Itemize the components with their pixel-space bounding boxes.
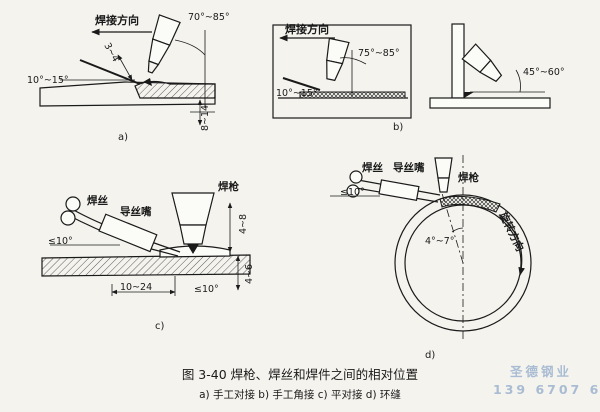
label-wire-d: 焊丝 bbox=[362, 161, 383, 174]
dim-a-stickout: 3~4 bbox=[101, 41, 121, 64]
wire-roller-bottom-c bbox=[60, 210, 76, 226]
angle-b-side: 45°~60° bbox=[523, 67, 565, 78]
label-wire-c: 焊丝 bbox=[87, 194, 108, 207]
angle-d-wire: ≤10° bbox=[340, 187, 365, 198]
watermark-phone: 139 6707 6667 bbox=[493, 382, 600, 397]
arc-a bbox=[143, 78, 152, 86]
panel-b: 焊接方向 75°~85° 10°~15° b) bbox=[272, 22, 412, 133]
torch-d bbox=[434, 157, 453, 193]
dim-c-h1: 4~8 bbox=[238, 214, 249, 234]
dim-c-gap: 10~24 bbox=[120, 282, 152, 293]
nozzle-d bbox=[378, 179, 420, 202]
angle-b-torch: 75°~85° bbox=[358, 48, 400, 59]
panel-a: 焊接方向 70°~85° 10°~15° 3~4 8~14 a) bbox=[27, 12, 230, 143]
torch-b-side bbox=[461, 43, 503, 83]
torch-b bbox=[326, 37, 350, 82]
angle-a-wire: 10°~15° bbox=[27, 75, 69, 86]
wire-b bbox=[282, 77, 321, 91]
base-plate-b bbox=[429, 97, 551, 109]
angle-c-le: ≤10° bbox=[194, 284, 219, 295]
torch-c bbox=[171, 192, 215, 254]
torch-a bbox=[147, 14, 181, 74]
vertical-plate-b bbox=[451, 23, 465, 99]
panel-label-a: a) bbox=[118, 132, 128, 143]
frame-b bbox=[272, 24, 412, 119]
label-weld-direction-b: 焊接方向 bbox=[285, 22, 329, 36]
watermark-company: 圣德钢业 bbox=[509, 364, 572, 379]
angle-a-torch: 70°~85° bbox=[188, 12, 230, 23]
panel-label-c: c) bbox=[155, 321, 164, 332]
label-torch-c: 焊枪 bbox=[218, 180, 239, 193]
nozzle-c bbox=[98, 213, 158, 253]
angle-b-wire: 10°~15° bbox=[276, 88, 318, 99]
wire-roller-bottom-d bbox=[346, 184, 360, 198]
panel-b-side: 45°~60° bbox=[429, 23, 565, 109]
wire-roller-top-c bbox=[65, 196, 81, 212]
dim-a-height: 8~14 bbox=[200, 105, 211, 131]
plate-c bbox=[41, 254, 251, 277]
rotation-arrow-d bbox=[499, 214, 525, 276]
fillet-weld-b bbox=[464, 92, 474, 98]
dim-c-h2: 4~6 bbox=[244, 264, 255, 284]
weld-bead-b bbox=[299, 91, 406, 99]
weld-bead-d bbox=[439, 195, 501, 213]
angle-c-wire: ≤10° bbox=[48, 236, 73, 247]
panel-c: 焊丝 导丝嘴 焊枪 ≤10° 10~24 ≤10° 4~8 4~6 c) bbox=[41, 180, 255, 332]
panel-label-b: b) bbox=[393, 122, 403, 133]
weld-bead-a bbox=[134, 80, 216, 99]
figure-subcaption: a) 手工对接 b) 手工角接 c) 平对接 d) 环缝 bbox=[199, 388, 401, 401]
label-weld-direction-a: 焊接方向 bbox=[95, 13, 139, 27]
wire-roller-top-d bbox=[349, 170, 363, 184]
angle-d-offset: 4°~7° bbox=[425, 236, 455, 247]
label-nozzle-c: 导丝嘴 bbox=[120, 205, 152, 218]
panel-label-d: d) bbox=[425, 350, 435, 361]
figure-caption: 图 3-40 焊枪、焊丝和焊件之间的相对位置 bbox=[182, 367, 418, 382]
label-nozzle-d: 导丝嘴 bbox=[393, 161, 425, 174]
panel-d: 焊丝 导丝嘴 焊枪 ≤10° 4°~7° 旋转方向 d) bbox=[330, 155, 532, 361]
label-torch-d: 焊枪 bbox=[458, 171, 479, 184]
